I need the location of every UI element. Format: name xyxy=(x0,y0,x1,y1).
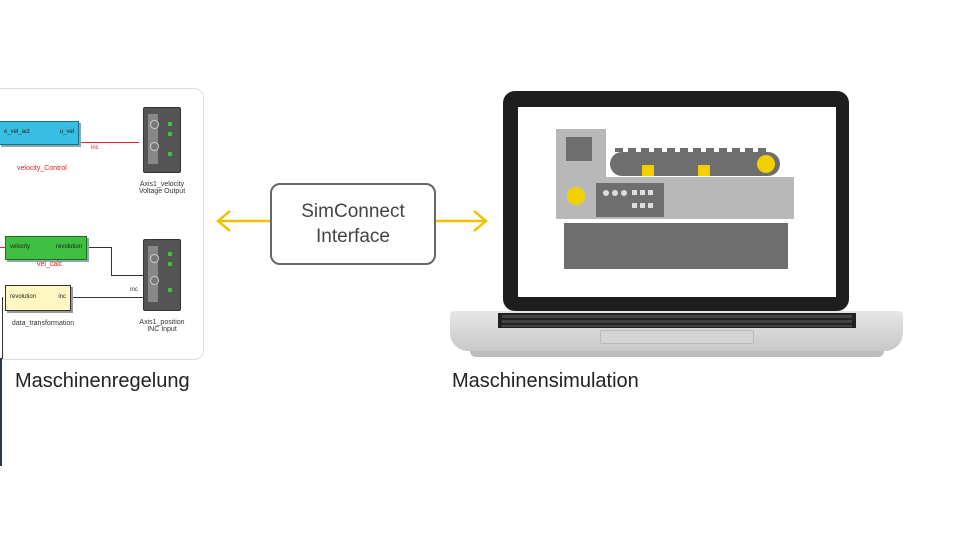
left-arrow-icon xyxy=(216,210,270,232)
velocity-output-wire xyxy=(81,142,139,143)
vel-calc-caption: vel_calc xyxy=(37,261,63,268)
velocity-wire-label: inc xyxy=(91,145,99,151)
feedback-wire-right xyxy=(111,275,143,276)
velocity-control-caption: velocity_Control xyxy=(17,165,67,172)
vel-calc-input-wire xyxy=(0,247,5,248)
simconnect-interface-box: SimConnect Interface xyxy=(270,183,436,265)
laptop-keyboard xyxy=(498,313,856,328)
vel-calc-block[interactable]: velocity revolution xyxy=(5,236,87,260)
data-transformation-block[interactable]: revolution inc xyxy=(5,285,71,311)
axis1-position-caption: Axis1_position INC Input xyxy=(139,319,185,333)
position-wire xyxy=(73,297,143,298)
data-transformation-in-port-label: revolution xyxy=(10,294,37,300)
vel-calc-out-port-label: revolution xyxy=(55,244,82,250)
laptop-base-lip xyxy=(470,351,884,357)
axis1-position-port-label: inc xyxy=(130,287,138,293)
control-label: Maschinenregelung xyxy=(15,370,190,392)
interface-line1: SimConnect xyxy=(301,201,405,222)
right-arrow-icon xyxy=(434,210,488,232)
axis1-velocity-caption: Axis1_velocity Voltage Output xyxy=(138,181,186,195)
vel-calc-in-port-label: velocity xyxy=(10,244,31,250)
control-diagram-panel: e_vel_act u_vel velocity_Control inc Axi… xyxy=(0,88,204,360)
feedback-wire-vertical xyxy=(111,247,112,275)
laptop-screen xyxy=(518,107,836,297)
simulation-label: Maschinensimulation xyxy=(452,370,639,392)
feedback-wire-top xyxy=(89,247,111,248)
left-down-wire xyxy=(2,297,3,359)
data-transformation-caption: data_transformation xyxy=(11,320,75,327)
data-transformation-out-port-label: inc xyxy=(58,294,66,300)
laptop-trackpad xyxy=(600,330,754,344)
velocity-in-port-label: e_vel_act xyxy=(4,129,30,135)
velocity-out-port-label: u_vel xyxy=(59,129,74,135)
axis1-position-module[interactable] xyxy=(143,239,181,311)
interface-line2: Interface xyxy=(316,226,390,247)
left-edge-bar xyxy=(0,358,2,466)
axis1-velocity-module[interactable] xyxy=(143,107,181,173)
velocity-control-block[interactable]: e_vel_act u_vel xyxy=(0,121,79,145)
machine-illustration xyxy=(556,129,794,269)
